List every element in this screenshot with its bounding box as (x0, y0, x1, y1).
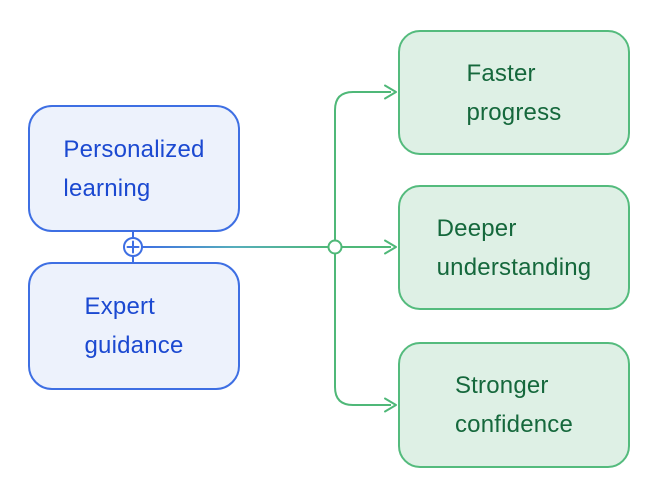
node-deeper-understanding[interactable]: Deeper understanding (398, 185, 630, 310)
node-label: Deeper understanding (436, 214, 592, 281)
junction-dot-icon[interactable] (327, 239, 343, 255)
node-expert-guidance[interactable]: Expert guidance (28, 262, 240, 390)
plus-icon (126, 240, 140, 254)
arrowhead-icon-top (384, 84, 397, 100)
node-stronger-confidence[interactable]: Stronger confidence (398, 342, 630, 468)
node-personalized-learning[interactable]: Personalized learning (28, 105, 240, 232)
node-faster-progress[interactable]: Faster progress (398, 30, 630, 155)
arrowhead-icon-middle (384, 239, 397, 255)
plus-connector-button[interactable] (123, 237, 143, 257)
node-label: Faster progress (466, 59, 562, 126)
branch-line-bottom (334, 253, 391, 406)
node-label: Personalized learning (63, 135, 205, 202)
branch-line-top (334, 91, 391, 241)
node-label: Expert guidance (84, 293, 184, 359)
node-label: Stronger confidence (454, 372, 574, 438)
arrowhead-icon-bottom (384, 397, 397, 413)
